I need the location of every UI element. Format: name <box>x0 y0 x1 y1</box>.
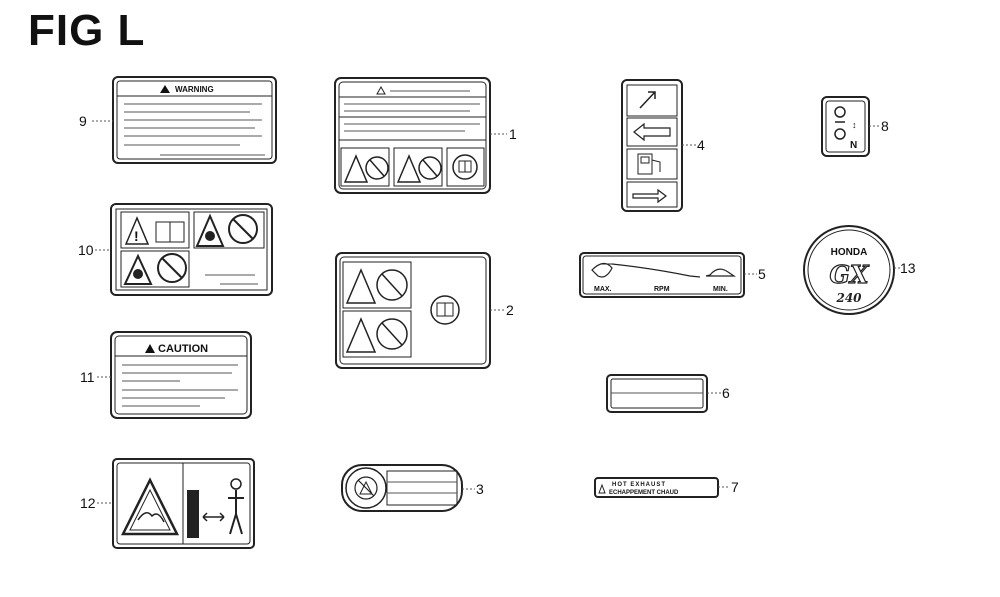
turtle-icon <box>705 268 736 277</box>
rabbit-icon <box>591 262 613 278</box>
callout-3: 3 <box>476 481 484 497</box>
label-13-brand: HONDA GX 240 <box>803 225 895 315</box>
label-5-speed: MAX. RPM MIN. <box>579 252 745 298</box>
label-1 <box>334 77 491 194</box>
label-6 <box>606 374 708 413</box>
callout-7: 7 <box>731 479 739 495</box>
callout-4: 4 <box>697 137 705 153</box>
warning-triangle-icon <box>160 85 170 93</box>
callout-10: 10 <box>78 242 94 258</box>
label-4 <box>621 79 683 212</box>
prohibition-icon <box>365 156 389 180</box>
label-3 <box>341 464 463 512</box>
callout-5: 5 <box>758 266 766 282</box>
warning-triangle-icon <box>124 216 150 245</box>
speed-rpm: RPM <box>654 286 670 293</box>
warning-triangle-icon <box>345 317 377 353</box>
label-7-exhaust: HOT EXHAUST ECHAPPEMENT CHAUD <box>594 477 719 498</box>
speed-max: MAX. <box>594 286 612 293</box>
callout-11: 11 <box>80 369 95 385</box>
exhaust-line-1: HOT EXHAUST <box>612 482 666 488</box>
label-10: ! <box>110 203 273 296</box>
warning-heading: WARNING <box>175 85 214 94</box>
svg-text:N: N <box>850 140 857 151</box>
person-icon <box>228 478 244 535</box>
callout-1: 1 <box>509 126 517 142</box>
callout-6: 6 <box>722 385 730 401</box>
prohibition-icon <box>354 476 378 500</box>
manual-book-icon <box>430 295 460 325</box>
callout-13: 13 <box>900 260 916 276</box>
label-9-warning: WARNING <box>112 76 277 164</box>
prohibition-icon <box>376 269 408 301</box>
manual-book-icon <box>452 154 478 180</box>
warning-triangle-icon <box>345 268 377 304</box>
exhaust-line-2: ECHAPPEMENT CHAUD <box>609 490 679 496</box>
callout-8: 8 <box>881 118 889 134</box>
figure-title: FIG L <box>28 6 146 55</box>
warning-triangle-icon <box>396 154 422 183</box>
warning-triangle-icon <box>343 154 369 183</box>
label-12 <box>112 458 255 549</box>
hot-surface-icon <box>123 253 153 285</box>
warning-triangle-icon <box>376 85 386 95</box>
prohibition-icon <box>376 318 408 350</box>
speed-min: MIN. <box>713 286 728 293</box>
prohibition-icon <box>418 156 442 180</box>
callout-2: 2 <box>506 302 514 318</box>
hot-surface-icon <box>120 477 180 536</box>
label-11-caution: CAUTION <box>110 331 252 419</box>
warning-triangle-icon <box>145 344 155 353</box>
fuel-pump-icon <box>637 153 653 175</box>
svg-text:!: ! <box>134 228 139 244</box>
model-number: 240 <box>835 291 862 305</box>
label-8: ↕ N <box>821 96 870 157</box>
brand-name: HONDA <box>831 247 868 258</box>
hot-surface-icon <box>195 213 225 247</box>
svg-text:↕: ↕ <box>852 120 857 130</box>
model-name: GX <box>829 260 869 289</box>
prohibition-icon <box>157 253 187 283</box>
prohibition-icon <box>228 214 258 244</box>
callout-9: 9 <box>79 113 87 129</box>
caution-heading: CAUTION <box>158 343 208 355</box>
callout-12: 12 <box>80 495 96 511</box>
warning-triangle-icon <box>598 483 606 494</box>
label-2 <box>335 252 491 369</box>
